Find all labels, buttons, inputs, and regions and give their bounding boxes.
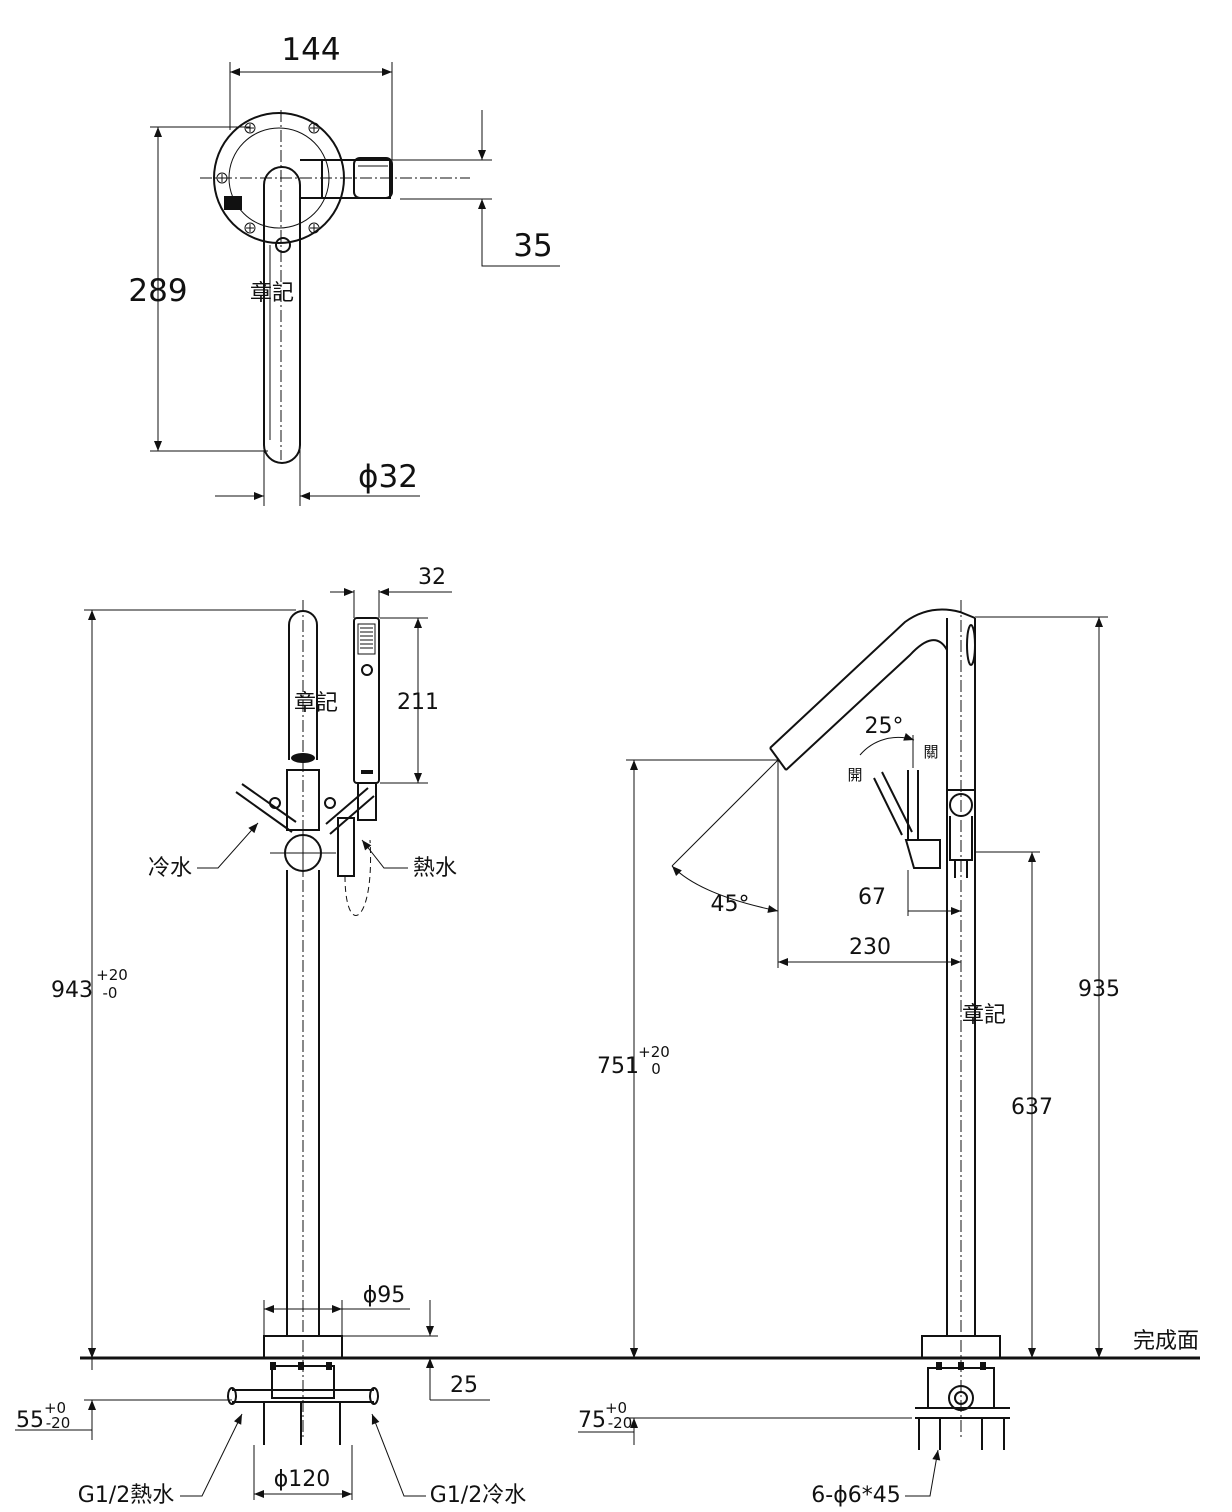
lever-closed — [907, 770, 919, 840]
inlet-cold-leader — [371, 1413, 426, 1497]
column — [286, 870, 320, 1336]
dim-total-height-label: 943 — [51, 978, 93, 1003]
mark-label: 章記 — [250, 281, 294, 306]
brand-badge — [224, 196, 242, 210]
spout-outlet — [769, 747, 787, 771]
spout-angle-label: 45° — [711, 892, 750, 917]
spout-arm-bottom — [785, 639, 948, 840]
hot-lever — [325, 787, 375, 835]
hose-path — [344, 839, 372, 916]
mounting-bar — [915, 1407, 1010, 1419]
diverter — [337, 817, 355, 877]
dim-below-tol-plus: +0 — [44, 1399, 66, 1417]
diverter-knob — [949, 793, 973, 817]
below-tol-minus: -20 — [608, 1414, 633, 1432]
hand-shower — [353, 617, 380, 784]
dim-handshower-label: 211 — [397, 690, 439, 715]
spout-hole — [275, 237, 291, 253]
dim-height-label: 289 — [128, 273, 187, 309]
aerator — [291, 753, 315, 763]
spout-tol-plus: +20 — [638, 1043, 670, 1061]
dim-offset-leader — [481, 248, 560, 267]
mixer-body — [286, 769, 320, 831]
dim-base-diameter-label: ϕ95 — [363, 1283, 406, 1308]
cold-label: 冷水 — [148, 856, 192, 881]
anchor-bolts — [263, 1402, 341, 1445]
lever-handle — [300, 159, 391, 199]
dim-offset-label: 35 — [513, 228, 552, 264]
dim-handle-width-label: 32 — [418, 565, 446, 590]
finished-floor-label: 完成面 — [1133, 1329, 1199, 1354]
angle-arc-lever — [859, 733, 915, 756]
spout-body — [263, 166, 301, 464]
front-view: 32 211 943 +20 -0 ϕ95 25 55 +0 -20 ϕ120 — [15, 565, 526, 1508]
overall-height-label: 935 — [1078, 977, 1120, 1002]
angle-arc-spout — [671, 865, 779, 913]
column-base — [263, 1335, 343, 1359]
dim-below-floor-label: 55 — [16, 1408, 44, 1433]
anchor-bolts — [918, 1418, 1005, 1450]
hot-leader — [361, 839, 408, 869]
close-label: 關 — [923, 743, 938, 761]
dim-total-tol-minus: -0 — [103, 984, 118, 1002]
dim-flange-diameter-label: ϕ120 — [274, 1467, 331, 1492]
lever-angle-label: 25° — [865, 714, 904, 739]
spout-arm-top — [769, 608, 976, 749]
below-tol-plus: +0 — [605, 1399, 627, 1417]
column-base — [921, 1335, 1001, 1359]
top-view: 144 289 35 ϕ32 章記 — [128, 32, 560, 506]
lever-offset-label: 67 — [858, 885, 886, 910]
dim-total-tol-plus: +20 — [96, 966, 128, 984]
inlet-hot-label: G1/2熱水 — [78, 1483, 174, 1508]
inlet-cold-label: G1/2冷水 — [430, 1483, 526, 1508]
lever-height-label: 637 — [1011, 1095, 1053, 1120]
mark-label: 章記 — [294, 691, 338, 716]
hot-label: 熱水 — [413, 856, 457, 881]
dim-diameter-label: ϕ32 — [358, 459, 418, 495]
shower-holder — [357, 783, 377, 821]
lever-cap — [353, 157, 393, 199]
spout-height-label: 751 — [597, 1054, 639, 1079]
bolts-label: 6-ϕ6*45 — [811, 1483, 900, 1508]
dim-below-tol-minus: -20 — [46, 1414, 71, 1432]
below-floor-label: 75 — [578, 1408, 606, 1433]
side-view: 25° 開 關 45° 67 230 751 +20 0 935 — [578, 600, 1120, 1508]
lever-open — [873, 771, 913, 836]
hand-shower-side — [946, 618, 976, 791]
open-label: 開 — [847, 766, 862, 784]
cold-leader — [197, 822, 259, 869]
mounting-bar — [232, 1389, 374, 1403]
mark-label: 章記 — [962, 1003, 1006, 1028]
spout-reach-label: 230 — [849, 935, 891, 960]
dim-width-label: 144 — [281, 32, 340, 68]
bolts-leader — [905, 1449, 941, 1497]
inlet-hot-leader — [180, 1413, 243, 1497]
spray-face — [357, 623, 376, 655]
spout-tol-minus: 0 — [651, 1060, 661, 1078]
dim-base-height-label: 25 — [450, 1373, 478, 1398]
mixer-side — [904, 839, 941, 869]
